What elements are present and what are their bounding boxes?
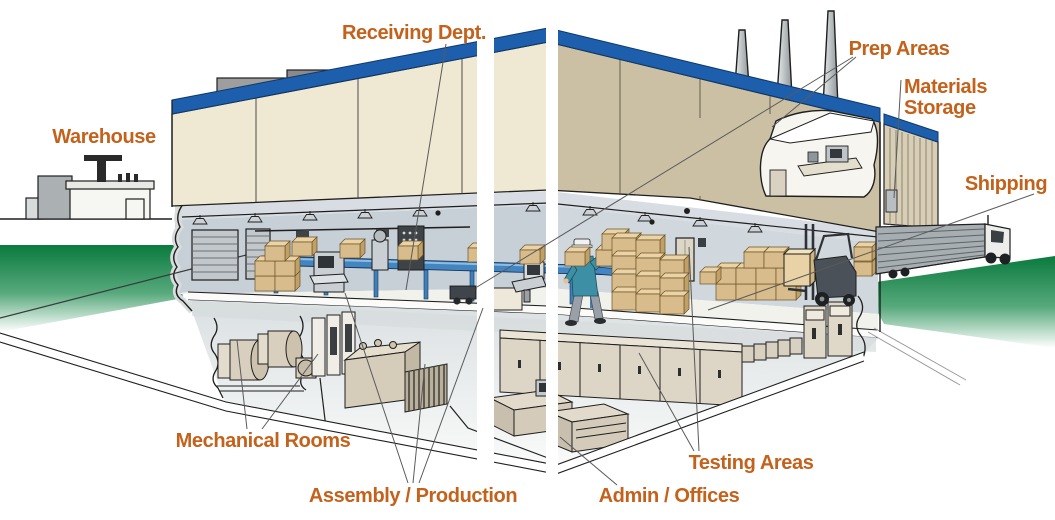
label-mechanical-rooms: Mechanical Rooms	[176, 430, 351, 452]
cardboard-boxes	[254, 228, 878, 315]
roof-vent	[84, 155, 138, 182]
label-materials-storage-line2: Storage	[904, 97, 976, 119]
leader-line-admin-offices	[559, 436, 618, 486]
ground	[0, 218, 1055, 348]
leader-line-testing-areas	[638, 352, 695, 452]
factory-floor	[191, 224, 878, 326]
ceiling-lights	[192, 201, 763, 233]
leader-line-materials-storage	[893, 79, 902, 199]
label-admin-offices: Admin / Offices	[599, 485, 740, 507]
leader-line-mechanical-rooms	[236, 339, 248, 430]
floor-slab-edge	[188, 292, 878, 338]
grass-left	[0, 245, 183, 332]
mechanical-pumps	[216, 330, 317, 392]
leader-lines	[236, 43, 1035, 486]
label-warehouse: Warehouse	[52, 126, 156, 148]
area-labels: Warehouse Receiving Dept. Prep AreasMateri…	[52, 22, 1047, 507]
prep-area-mezzanine	[759, 109, 879, 198]
label-receiving-dept: Receiving Dept.	[342, 22, 486, 44]
forklift	[782, 224, 857, 306]
cutaway-edge-left	[173, 202, 193, 312]
divider-stripe-2	[546, 0, 558, 520]
leader-line-assembly-production	[412, 363, 426, 484]
cutaway-edge-right	[856, 295, 866, 359]
label-shipping: Shipping	[965, 173, 1047, 195]
leader-line-prep-areas	[771, 56, 857, 128]
leader-line-shipping	[707, 193, 1035, 311]
warehouse-building	[25, 155, 155, 220]
label-prep-areas: Prep Areas	[849, 38, 950, 60]
transformer-unit	[343, 339, 448, 413]
label-materials-storage-line1: Materials	[904, 76, 987, 98]
leader-line-mechanical-rooms	[261, 353, 319, 430]
electrical-panels	[311, 311, 356, 377]
leader-line-receiving-dept	[405, 43, 447, 291]
divider-stripe-1	[477, 0, 494, 520]
basement-corridor-equipment	[741, 301, 853, 363]
materials-storage-bay	[883, 113, 939, 229]
leader-line-prep-areas	[476, 56, 854, 288]
label-assembly-production: Assembly / Production	[309, 485, 517, 507]
building-shell	[171, 10, 939, 332]
leader-line-testing-areas	[688, 246, 700, 452]
grass-right	[862, 256, 1055, 348]
shipping-truck	[875, 215, 1011, 279]
leader-line-assembly-production	[418, 307, 484, 484]
assembly-machines	[309, 225, 547, 311]
label-testing-areas: Testing Areas	[689, 452, 814, 474]
leader-line-assembly-production	[344, 292, 409, 484]
basement	[0, 200, 967, 475]
